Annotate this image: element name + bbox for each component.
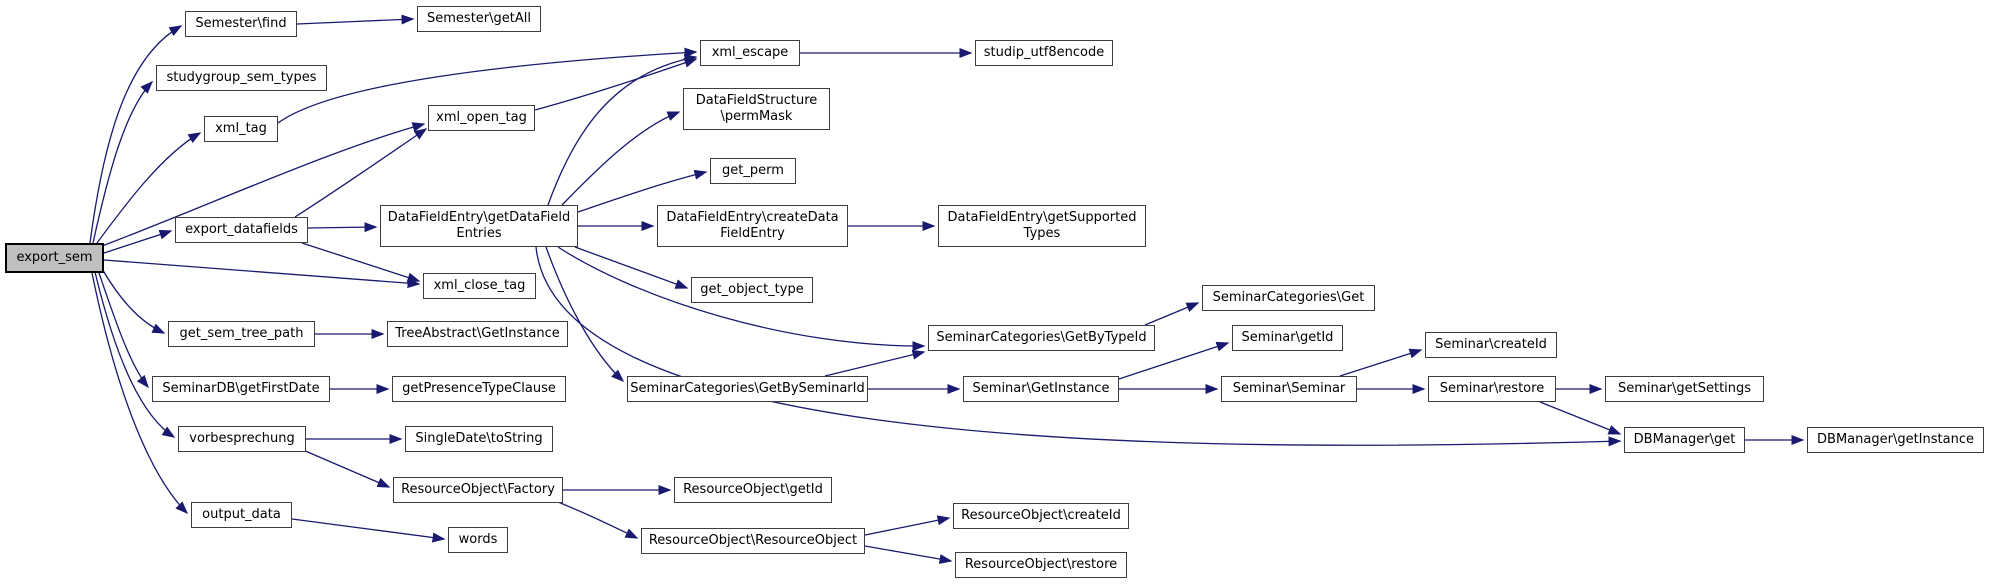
node-sem_getsettings[interactable]: Seminar\getSettings <box>1605 376 1764 402</box>
edge-export_sem-to-studygroup_sem_types <box>92 80 154 244</box>
edge-getdfe-to-xml_escape <box>547 54 698 206</box>
node-getbytypeid[interactable]: SeminarCategories\GetByTypeId <box>928 325 1155 351</box>
node-words[interactable]: words <box>448 527 508 553</box>
edge-getdfe-to-getbyseminarid <box>545 246 625 383</box>
edge-export_sem-to-semester_find <box>89 25 183 244</box>
edge-getdfe-to-permmask <box>561 111 681 206</box>
edge-export_datafields-to-xml_open_tag <box>294 128 428 218</box>
edge-sem_seminar-to-sem_createid <box>1339 348 1423 377</box>
edge-export_sem-to-vorbesprechung <box>94 271 176 438</box>
node-xml_open_tag[interactable]: xml_open_tag <box>428 105 535 131</box>
node-semcat_get[interactable]: SeminarCategories\Get <box>1202 285 1375 311</box>
node-getpresencetypeclause[interactable]: getPresenceTypeClause <box>392 376 566 402</box>
edge-sem_getinstance-to-sem_getid <box>1118 341 1230 380</box>
edge-export_sem-to-get_sem_tree_path <box>100 266 166 334</box>
edge-export_datafields-to-getdfe <box>307 222 378 233</box>
node-ro_getid[interactable]: ResourceObject\getId <box>674 477 832 503</box>
node-get_object_type[interactable]: get_object_type <box>691 277 813 303</box>
edge-getbyseminarid-to-getbytypeid <box>824 349 926 377</box>
node-xml_tag[interactable]: xml_tag <box>204 116 278 142</box>
node-output_data[interactable]: output_data <box>191 502 292 528</box>
node-getbyseminarid[interactable]: SeminarCategories\GetBySeminarId <box>627 376 868 402</box>
node-treeabstract_getinstance[interactable]: TreeAbstract\GetInstance <box>387 321 568 347</box>
edge-semester_find-to-semester_getall <box>296 14 415 25</box>
node-seminardb_getfirstdate[interactable]: SeminarDB\getFirstDate <box>152 376 330 402</box>
node-singledate_tostring[interactable]: SingleDate\toString <box>405 426 553 452</box>
edge-getdfe-to-getbytypeid <box>557 246 926 352</box>
node-sem_getinstance[interactable]: Seminar\GetInstance <box>963 376 1119 402</box>
edge-ro_ro-to-ro_restore <box>864 545 953 564</box>
node-sem_seminar[interactable]: Seminar\Seminar <box>1221 376 1357 402</box>
node-sem_restore[interactable]: Seminar\restore <box>1428 376 1556 402</box>
node-permmask[interactable]: DataFieldStructure \permMask <box>683 88 830 130</box>
edge-export_sem-to-xml_open_tag <box>101 122 426 247</box>
node-dbm_getinstance[interactable]: DBManager\getInstance <box>1807 427 1984 453</box>
edge-xml_open_tag-to-xml_escape <box>534 58 698 111</box>
node-ro_ro[interactable]: ResourceObject\ResourceObject <box>641 528 865 554</box>
edge-ro_factory-to-ro_ro <box>557 501 639 539</box>
node-vorbesprechung[interactable]: vorbesprechung <box>178 426 306 452</box>
edge-output_data-to-words <box>291 518 446 543</box>
node-studygroup_sem_types[interactable]: studygroup_sem_types <box>156 65 327 91</box>
node-xml_close_tag[interactable]: xml_close_tag <box>423 273 536 299</box>
edge-export_sem-to-export_datafields <box>103 229 173 254</box>
node-dbm_get[interactable]: DBManager\get <box>1624 427 1745 453</box>
edge-export_sem-to-xml_tag <box>96 132 202 244</box>
edge-getdfe-to-get_perm <box>577 169 708 213</box>
node-ro_restore[interactable]: ResourceObject\restore <box>955 552 1127 578</box>
edge-getbytypeid-to-semcat_get <box>1144 302 1200 326</box>
node-ro_createid[interactable]: ResourceObject\createId <box>953 503 1129 529</box>
edge-export_sem-to-output_data <box>91 272 189 515</box>
edge-export_sem-to-xml_close_tag <box>103 259 421 289</box>
node-get_sem_tree_path[interactable]: get_sem_tree_path <box>168 321 315 347</box>
edge-xml_tag-to-xml_escape <box>277 47 698 124</box>
node-studip_utf8encode[interactable]: studip_utf8encode <box>975 40 1113 66</box>
node-createdfe[interactable]: DataFieldEntry\createData FieldEntry <box>657 205 848 247</box>
edge-getdfe-to-dbm_get <box>535 246 1622 447</box>
node-getdfe[interactable]: DataFieldEntry\getDataField Entries <box>380 205 578 247</box>
node-semester_find[interactable]: Semester\find <box>185 11 297 37</box>
edge-export_sem-to-seminardb_getfirstdate <box>97 269 149 389</box>
node-semester_getall[interactable]: Semester\getAll <box>417 6 541 32</box>
edge-ro_ro-to-ro_createid <box>864 515 951 536</box>
node-ro_factory[interactable]: ResourceObject\Factory <box>393 477 563 503</box>
node-sem_createid[interactable]: Seminar\createId <box>1425 332 1557 358</box>
node-sem_getid[interactable]: Seminar\getId <box>1232 325 1343 351</box>
node-get_perm[interactable]: get_perm <box>710 158 796 184</box>
node-xml_escape[interactable]: xml_escape <box>700 40 800 66</box>
node-getsupported[interactable]: DataFieldEntry\getSupported Types <box>938 205 1146 247</box>
edge-getdfe-to-get_object_type <box>574 246 689 289</box>
node-export_sem: export_sem <box>5 243 104 273</box>
edge-export_datafields-to-xml_close_tag <box>301 242 421 283</box>
edge-sem_restore-to-dbm_get <box>1539 401 1622 435</box>
edge-vorbesprechung-to-ro_factory <box>302 449 391 488</box>
node-export_datafields[interactable]: export_datafields <box>175 217 308 243</box>
